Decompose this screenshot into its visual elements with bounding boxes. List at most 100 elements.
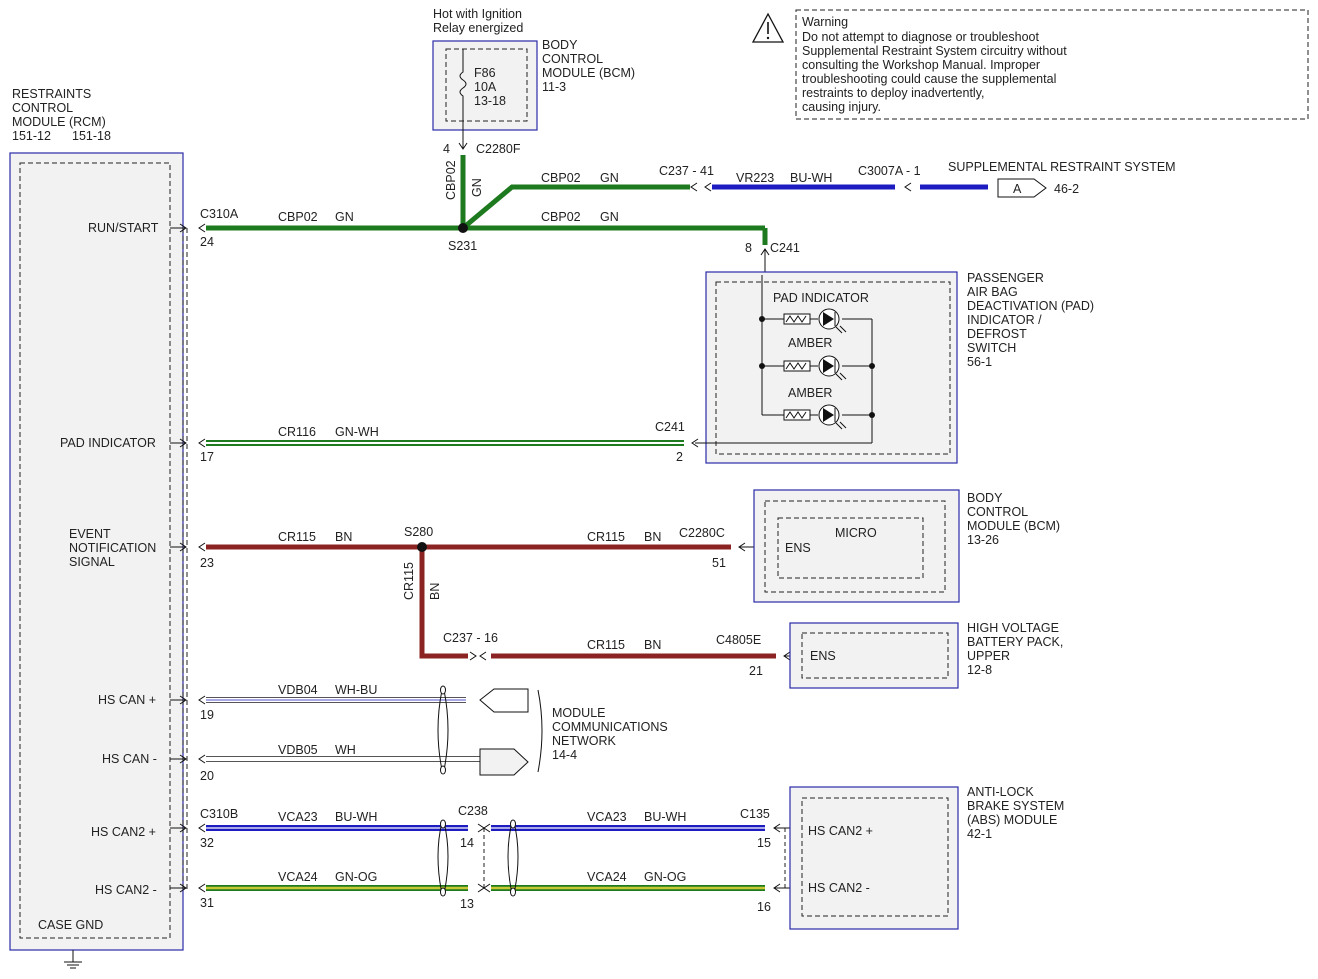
wire-label: VDB05 (278, 743, 318, 757)
rcm-module[interactable] (9, 152, 184, 951)
warning-panel: Warning Do not attempt to diagnose or tr… (751, 9, 1309, 120)
wire-color: WH-BU (335, 683, 377, 697)
abs-module[interactable] (789, 786, 959, 930)
wire-color: WH (335, 743, 356, 757)
resistor-icon (783, 313, 818, 325)
bcm-micro-box (777, 517, 924, 579)
pin-number: 15 (757, 836, 771, 850)
abs-module-box[interactable] (789, 786, 959, 930)
fuse-icon (459, 49, 467, 120)
hv-battery-module[interactable] (789, 622, 959, 689)
warning-line: causing injury. (802, 100, 881, 114)
connector-arrow (479, 651, 487, 661)
bcm-module-ref: 13-26 (967, 533, 999, 547)
wire-color: BU-WH (790, 171, 832, 185)
fuse-label: F86 (474, 66, 496, 80)
pin-label-can2-minus: HS CAN2 - (95, 883, 157, 897)
connector-label: C135 (740, 807, 770, 821)
wire-label: CBP02 (541, 210, 581, 224)
hv-module-title: UPPER (967, 649, 1010, 663)
bcm-ens-box[interactable] (753, 489, 960, 603)
srs-ref: 46-2 (1054, 182, 1079, 196)
warning-line: Supplemental Restraint System circuitry … (802, 44, 1067, 58)
bcm-fuse-ref: 11-3 (542, 80, 566, 94)
bcm-fuse-title: MODULE (BCM) (542, 66, 635, 80)
twisted-pair-icon (437, 685, 449, 775)
pad-module-title: DEFROST (967, 327, 1027, 341)
rcm-ref: 151-12 (12, 129, 51, 143)
warning-line: restraints to deploy inadvertently, (802, 86, 985, 100)
connector-arrow (904, 182, 912, 192)
bcm-fuse-module[interactable]: F86 10A 13-18 (432, 40, 538, 131)
pin-label-can-plus: HS CAN + (98, 693, 156, 707)
abs-pin-can2-minus: HS CAN2 - (808, 881, 870, 895)
wire-label: VCA24 (278, 870, 318, 884)
connector-label: C237 - 16 (443, 631, 498, 645)
wire-label: CR115 (587, 638, 625, 652)
pin-number: 31 (200, 896, 214, 910)
bcm-fuse-title: CONTROL (542, 52, 603, 66)
connector-label: C2280C (679, 526, 725, 540)
srs-flag[interactable]: A (997, 178, 1047, 198)
hv-battery-inner (801, 632, 949, 679)
fuse-ref: 13-18 (474, 94, 506, 108)
pad-label: PAD INDICATOR (773, 291, 869, 305)
connector-label: C241 (655, 420, 685, 434)
pin-label-ens: SIGNAL (69, 555, 115, 569)
connector-arrow (477, 883, 491, 893)
connector-label: C4805E (716, 633, 761, 647)
abs-pin-can2-plus: HS CAN2 + (808, 824, 873, 838)
pin-number: 14 (460, 836, 474, 850)
wire-cr115-branch[interactable] (419, 547, 468, 659)
pin-number: 4 (443, 142, 450, 156)
pad-module-ref: 56-1 (967, 355, 992, 369)
rcm-box[interactable] (9, 152, 184, 951)
pin-label-can2-plus: HS CAN2 + (91, 825, 156, 839)
wire-label: VDB04 (278, 683, 318, 697)
pin-number: 13 (460, 897, 474, 911)
hv-battery-box[interactable] (789, 622, 959, 689)
wire-label: CR116 (278, 425, 316, 439)
pad-module-title: PASSENGER (967, 271, 1044, 285)
ground-icon (64, 950, 82, 969)
wire-label: CBP02 (541, 171, 581, 185)
wire-color: BN (644, 638, 661, 652)
connector-label: C310B (200, 807, 238, 821)
bcm-fuse-box[interactable] (432, 40, 538, 131)
wire-color: GN (600, 171, 619, 185)
connector-label: C238 (458, 804, 488, 818)
pin-label-ens: NOTIFICATION (69, 541, 156, 555)
connector-arrow (690, 182, 698, 192)
rcm-inner (19, 162, 171, 939)
wire-cbp02-upper[interactable] (461, 184, 690, 230)
network-connector[interactable] (479, 688, 529, 776)
wire-label: VCA23 (587, 810, 627, 824)
hv-module-title: HIGH VOLTAGE (967, 621, 1059, 635)
fuse-rating: 10A (474, 80, 497, 94)
pin-label-can-minus: HS CAN - (102, 752, 157, 766)
warning-line: Do not attempt to diagnose or troublesho… (802, 30, 1039, 44)
pin-number: 19 (200, 708, 214, 722)
wire-color: GN-OG (335, 870, 377, 884)
connector-arrow (691, 438, 699, 448)
rcm-title: CONTROL (12, 101, 73, 115)
warning-line: consulting the Workshop Manual. Improper (802, 58, 1040, 72)
pin-number: 24 (200, 235, 214, 249)
bcm-ens-module[interactable] (753, 489, 960, 603)
warning-icon (751, 12, 785, 43)
wire-color: BN (428, 583, 442, 600)
pad-module-title: DEACTIVATION (PAD) (967, 299, 1094, 313)
rcm-pin-arrows (170, 223, 206, 893)
warning-title: Warning (802, 15, 848, 29)
hv-module-ref: 12-8 (967, 663, 992, 677)
wire-color: BN (644, 530, 661, 544)
wire-color: GN-OG (644, 870, 686, 884)
wire-color: GN (335, 210, 354, 224)
splice-label: S280 (404, 525, 433, 539)
pin-number: 2 (676, 450, 683, 464)
rcm-ref: 151-18 (72, 129, 111, 143)
led-icon (818, 308, 847, 334)
power-note-line: Hot with Ignition (433, 7, 522, 21)
abs-module-title: (ABS) MODULE (967, 813, 1057, 827)
bcm-module-title: MODULE (BCM) (967, 519, 1060, 533)
